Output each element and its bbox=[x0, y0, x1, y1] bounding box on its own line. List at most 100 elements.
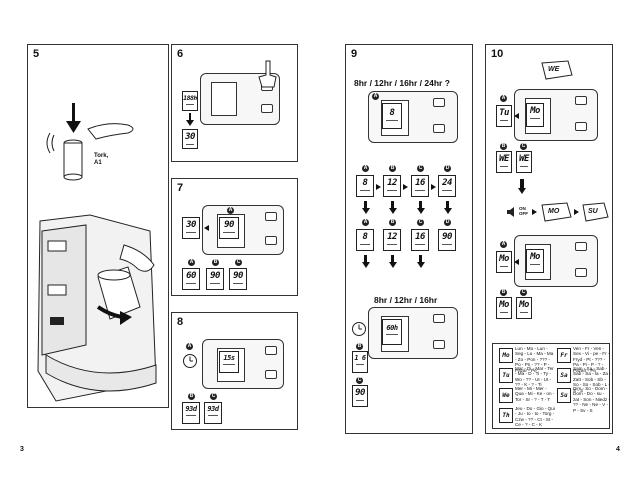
arrow-right-icon bbox=[403, 184, 408, 190]
arrow-down-icon bbox=[361, 208, 370, 214]
lcd-day-c: WE bbox=[496, 151, 512, 173]
panel-number: 10 bbox=[491, 48, 504, 60]
can-label: Tork, A1 bbox=[94, 153, 108, 167]
arrow-right-icon bbox=[532, 209, 537, 215]
lcd-interval-3: 24 bbox=[438, 175, 456, 197]
lcd-day-b: Mo bbox=[526, 103, 544, 127]
day-names: Dim - So - Dom - Dom - Do - su - zat - S… bbox=[573, 386, 611, 413]
lcd-display-window-2: 60h bbox=[382, 319, 402, 345]
step-a-marker: A bbox=[372, 93, 379, 100]
panel-8: 8 15s A B C 93d 93d bbox=[171, 312, 298, 430]
display-window bbox=[211, 82, 237, 116]
step-c-marker: C bbox=[520, 143, 527, 150]
lcd-display-top: 188h bbox=[182, 91, 198, 111]
lcd-option-b: 90 bbox=[206, 268, 224, 290]
lcd-day-g: Mo bbox=[496, 297, 512, 319]
lcd-display-window: 8 bbox=[382, 103, 402, 129]
pointing-hand-icon bbox=[258, 60, 277, 88]
page-number-left: 3 bbox=[20, 446, 24, 453]
lcd-day-d: WE bbox=[516, 151, 532, 173]
step-marker: B bbox=[389, 219, 396, 226]
day-icon: Tu bbox=[499, 368, 513, 383]
set-button bbox=[575, 268, 587, 277]
lcd-interval-1: 12 bbox=[383, 175, 401, 197]
lcd-day-a: Tu bbox=[496, 105, 512, 127]
tag-we: WE bbox=[548, 66, 560, 73]
step-c-marker: C bbox=[356, 377, 363, 384]
lcd-option-a: 60 bbox=[182, 268, 200, 290]
dispenser-front bbox=[514, 89, 598, 141]
speaker-icon bbox=[507, 207, 514, 217]
arrow-down-icon bbox=[388, 262, 397, 268]
dispenser-front bbox=[202, 339, 284, 389]
step-c-marker: C bbox=[210, 393, 217, 400]
step-a-marker: A bbox=[500, 241, 507, 248]
panel-number: 6 bbox=[177, 48, 184, 60]
reset-button bbox=[433, 314, 445, 323]
arrow-down-icon bbox=[518, 188, 526, 194]
panel-9: 9 8hr / 12hr / 16hr / 24hr ? 8 A A B C D… bbox=[345, 44, 473, 434]
arrow-down-icon bbox=[388, 208, 397, 214]
panel-5-illustration bbox=[37, 103, 157, 402]
step-a-marker: A bbox=[188, 259, 195, 266]
arrow-right-icon bbox=[431, 184, 436, 190]
day-names: Jeu - Do - Gio - Qui - Ju - to - to - To… bbox=[515, 406, 555, 428]
arrow-down-icon bbox=[443, 208, 452, 214]
lcd-option-a: 93d bbox=[182, 402, 200, 424]
step-b-marker: B bbox=[389, 165, 396, 172]
reset-button bbox=[575, 96, 587, 105]
lcd-interval-confirm-2: 16 bbox=[411, 229, 429, 251]
set-button bbox=[433, 340, 445, 349]
set-button bbox=[261, 104, 273, 113]
set-button bbox=[575, 122, 587, 131]
panel-7: 7 90 A 30 A B C 60 90 90 bbox=[171, 178, 298, 296]
tag-mo: MO bbox=[548, 208, 560, 215]
set-button bbox=[265, 370, 277, 379]
step-marker: D bbox=[444, 219, 451, 226]
arrow-down-icon bbox=[361, 262, 370, 268]
day-icon: Fr bbox=[557, 348, 571, 363]
clock-icon bbox=[183, 354, 197, 368]
reset-button bbox=[265, 212, 277, 221]
step-marker: A bbox=[362, 219, 369, 226]
day-names: Lun - Mo - Lun - Seg - Lu - Ma - Ma - Zo… bbox=[515, 346, 554, 373]
step-a-marker: A bbox=[186, 343, 193, 350]
step-a-marker: A bbox=[362, 165, 369, 172]
day-names: Sam - Sa - Sab - Sab - Sa - la - Za - Za… bbox=[573, 366, 611, 393]
lcd-interval-0: 8 bbox=[356, 175, 374, 197]
can-label-line1: Tork, bbox=[94, 153, 109, 159]
panel-number: 5 bbox=[33, 48, 40, 60]
arrow-right-icon bbox=[574, 209, 579, 215]
lcd-display-window: 15s bbox=[219, 351, 239, 373]
lcd-display-main: 30 bbox=[182, 217, 200, 239]
step-c-marker: C bbox=[520, 289, 527, 296]
arrow-left-icon bbox=[514, 259, 519, 265]
day-icon: We bbox=[499, 388, 513, 403]
lcd-interval-confirm-3: 90 bbox=[438, 229, 456, 251]
day-icon: Su bbox=[557, 388, 571, 403]
step-marker: C bbox=[417, 219, 424, 226]
lcd-interval-confirm-0: 8 bbox=[356, 229, 374, 251]
lcd-option-c2: 90 bbox=[352, 385, 368, 407]
calendar-tag-icon bbox=[541, 202, 572, 222]
lcd-option-c: 90 bbox=[229, 268, 247, 290]
day-names: Ven - Fr - Ven - Sex - Vi - pe - Fr - Fr… bbox=[573, 346, 610, 373]
day-icon: Sa bbox=[557, 368, 571, 383]
panel-number: 7 bbox=[177, 182, 184, 194]
lcd-day-h: Mo bbox=[516, 297, 532, 319]
calendar-tag-icon bbox=[541, 60, 573, 80]
panel-9-title: 8hr / 12hr / 16hr / 24hr ? bbox=[354, 78, 450, 88]
day-names: Mer - Mi - Mer - Qua - Mi - Ke - on - To… bbox=[515, 386, 555, 402]
panel-5: 5 Tork, A1 bbox=[27, 44, 169, 408]
clock-icon bbox=[352, 322, 366, 336]
lcd-display-bottom: 30 bbox=[182, 129, 198, 149]
lcd-option-b: 93d bbox=[204, 402, 222, 424]
can-label-line2: A1 bbox=[94, 160, 102, 166]
calendar-tag-icon bbox=[582, 202, 609, 222]
panel-9-subtitle: 8hr / 12hr / 16hr bbox=[374, 295, 438, 305]
arrow-left-icon bbox=[204, 225, 209, 231]
lcd-interval-confirm-1: 12 bbox=[383, 229, 401, 251]
